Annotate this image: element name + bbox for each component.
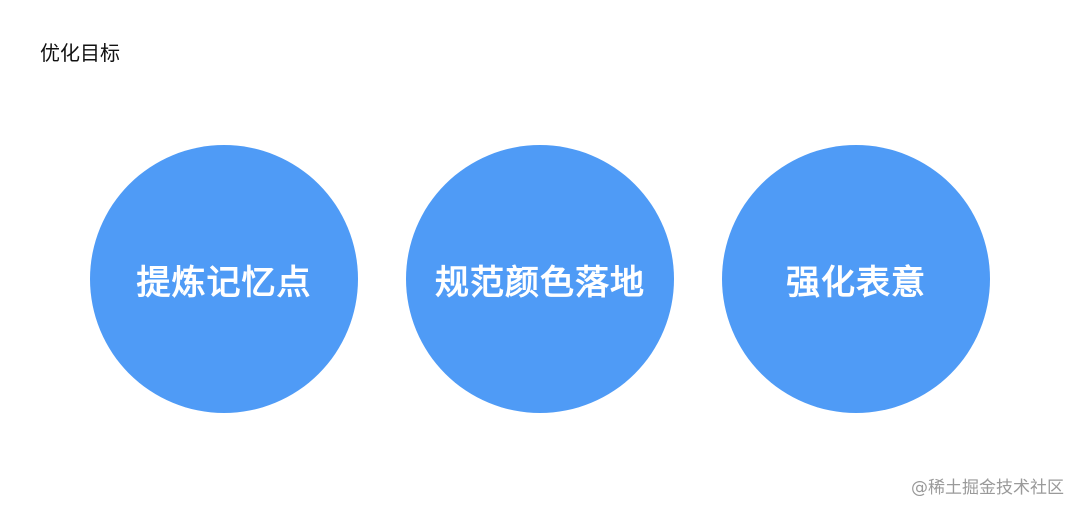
goal-circle-standardize-colors: 规范颜色落地 [406, 145, 674, 413]
goal-label: 规范颜色落地 [435, 262, 645, 303]
goal-circle-strengthen-meaning: 强化表意 [722, 145, 990, 413]
goal-label: 强化表意 [786, 262, 926, 303]
watermark: @稀土掘金技术社区 [911, 478, 1064, 498]
goal-circle-extract-memory-point: 提炼记忆点 [90, 145, 358, 413]
goal-label: 提炼记忆点 [136, 262, 312, 303]
page-title: 优化目标 [40, 41, 120, 65]
